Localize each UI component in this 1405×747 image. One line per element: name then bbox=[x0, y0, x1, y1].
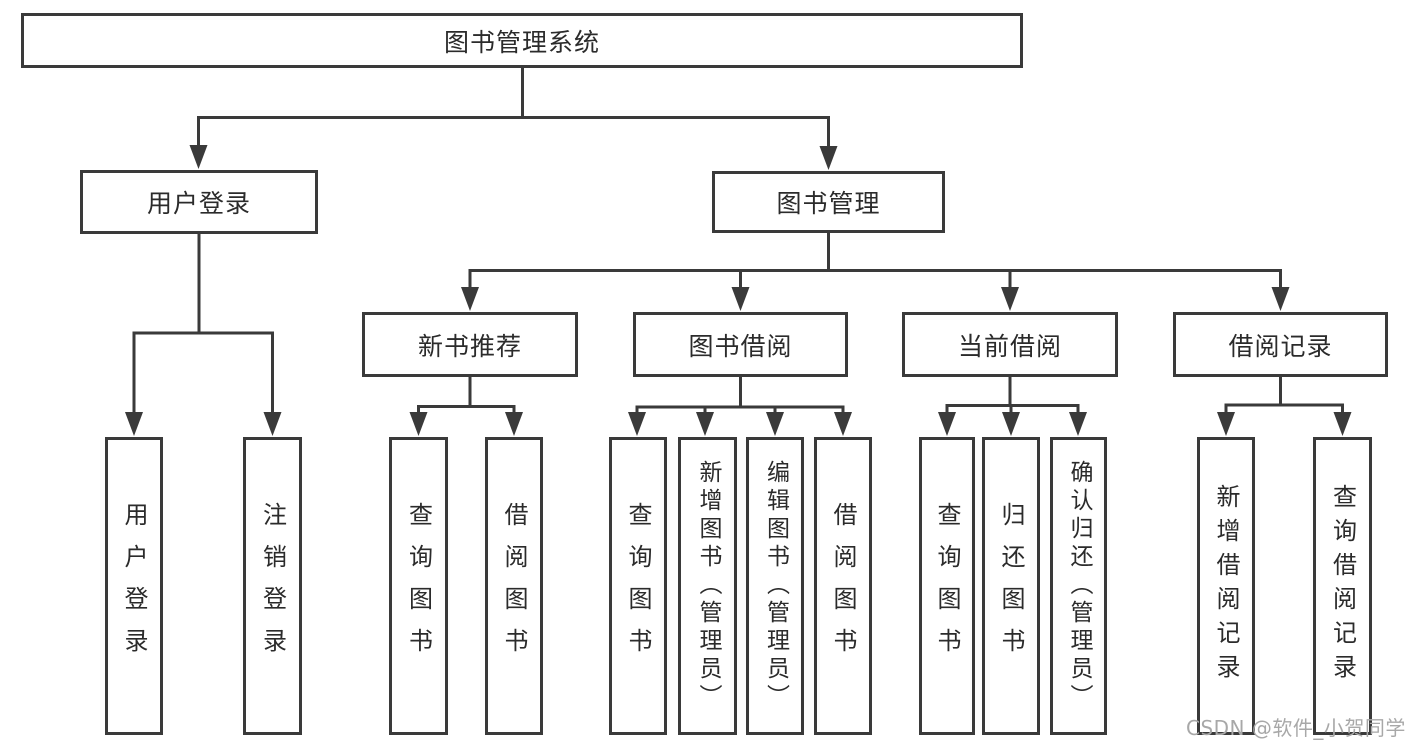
leaf-current-query-book: 查询图书 bbox=[919, 437, 975, 735]
connector-new-book-split bbox=[417, 377, 516, 416]
leaf-borrowing-edit-book-admin: 编辑图书（管理员） bbox=[746, 437, 804, 735]
leaf-current-return-book: 归还图书 bbox=[982, 437, 1040, 735]
connector-current-borrowing-split bbox=[945, 377, 1080, 416]
leaf-borrowing-borrow-book: 借阅图书 bbox=[814, 437, 872, 735]
leaf-recommend-borrow-book: 借阅图书 bbox=[485, 437, 543, 735]
watermark: CSDN @软件_小贺同学 bbox=[1186, 716, 1405, 740]
node-current-borrowing: 当前借阅 bbox=[902, 312, 1118, 377]
node-book-borrowing: 图书借阅 bbox=[633, 312, 848, 377]
node-root: 图书管理系统 bbox=[21, 13, 1023, 68]
connector-user-login-split bbox=[132, 234, 274, 416]
connector-book-borrowing-split bbox=[635, 377, 845, 416]
leaf-logout: 注销登录 bbox=[243, 437, 302, 735]
node-new-book-recommendation: 新书推荐 bbox=[362, 312, 578, 377]
connector-borrowing-records-split bbox=[1224, 377, 1344, 416]
connector-book-management-split bbox=[468, 233, 1282, 291]
leaf-user-login: 用户登录 bbox=[105, 437, 163, 735]
node-book-management: 图书管理 bbox=[712, 171, 945, 233]
arrowheads bbox=[125, 145, 1352, 436]
leaf-recommend-query-book: 查询图书 bbox=[389, 437, 448, 735]
leaf-records-query-record: 查询借阅记录 bbox=[1313, 437, 1372, 735]
leaf-records-add-record: 新增借阅记录 bbox=[1197, 437, 1255, 735]
node-user-login: 用户登录 bbox=[80, 170, 318, 234]
leaf-borrowing-add-book-admin: 新增图书（管理员） bbox=[678, 437, 737, 735]
leaf-current-confirm-return-admin: 确认归还（管理员） bbox=[1050, 437, 1107, 735]
connector-root-split bbox=[197, 68, 830, 151]
node-borrowing-records: 借阅记录 bbox=[1173, 312, 1388, 377]
leaf-borrowing-query-book: 查询图书 bbox=[609, 437, 667, 735]
